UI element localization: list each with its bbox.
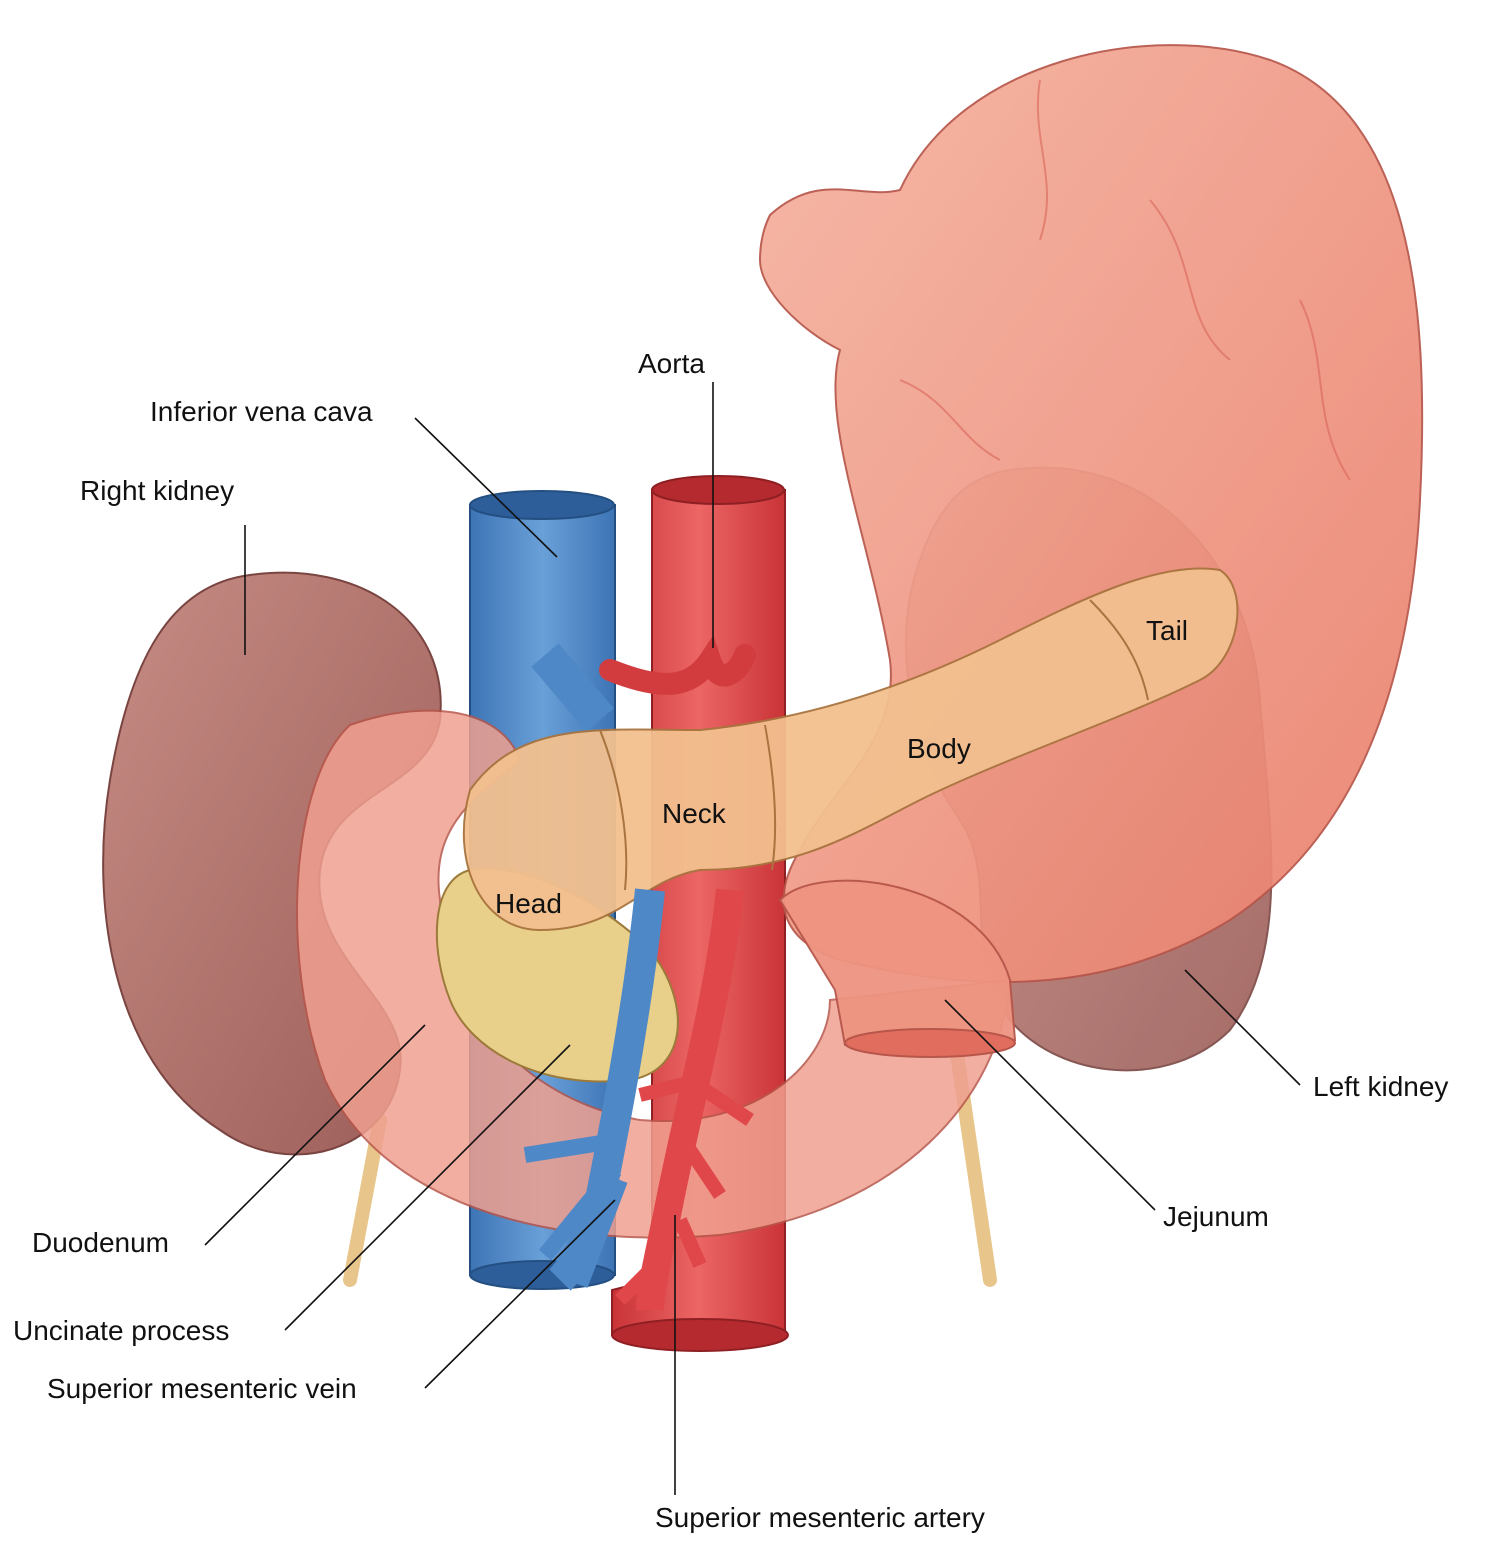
- label-uncinate-process: Uncinate process: [13, 1315, 230, 1346]
- label-aorta: Aorta: [638, 348, 705, 379]
- leader-lines: [204, 382, 1301, 1495]
- label-right-kidney: Right kidney: [80, 475, 235, 506]
- label-superior-mesenteric-artery: Superior mesenteric artery: [655, 1502, 985, 1533]
- label-neck: Neck: [662, 798, 726, 829]
- label-tail: Tail: [1146, 615, 1189, 646]
- leader-ivc: [414, 417, 558, 558]
- stomach: [758, 44, 1424, 984]
- pancreas-divisions: [599, 599, 1149, 891]
- celiac-trunk: [599, 635, 756, 695]
- leader-duodenum: [204, 1024, 426, 1246]
- label-jejunum: Jejunum: [1163, 1201, 1269, 1232]
- jejunum: [778, 879, 1017, 1047]
- aorta-top-opening: [651, 475, 785, 505]
- smv-branches: [523, 1132, 628, 1288]
- aorta-bottom-opening: [611, 1318, 789, 1352]
- splenic-vein-stub: [531, 643, 614, 732]
- pancreas: [462, 567, 1239, 932]
- label-left-kidney: Left kidney: [1313, 1071, 1449, 1102]
- superior-mesenteric-artery: [636, 888, 744, 1311]
- ivc-top-opening: [469, 490, 615, 520]
- label-superior-mesenteric-vein: Superior mesenteric vein: [47, 1373, 357, 1404]
- label-body: Body: [907, 733, 971, 764]
- leader-smv: [424, 1199, 616, 1389]
- label-head: Head: [495, 888, 562, 919]
- leader-jejunum: [944, 999, 1156, 1211]
- duodenum: [296, 709, 1012, 1239]
- leader-left-kidney: [1184, 969, 1301, 1086]
- stomach-vessels: [899, 79, 1351, 481]
- sma-branches: [615, 1073, 754, 1305]
- jejunum-opening: [844, 1028, 1016, 1058]
- label-inferior-vena-cava: Inferior vena cava: [150, 396, 373, 427]
- label-duodenum: Duodenum: [32, 1227, 169, 1258]
- leader-uncinate: [284, 1044, 571, 1331]
